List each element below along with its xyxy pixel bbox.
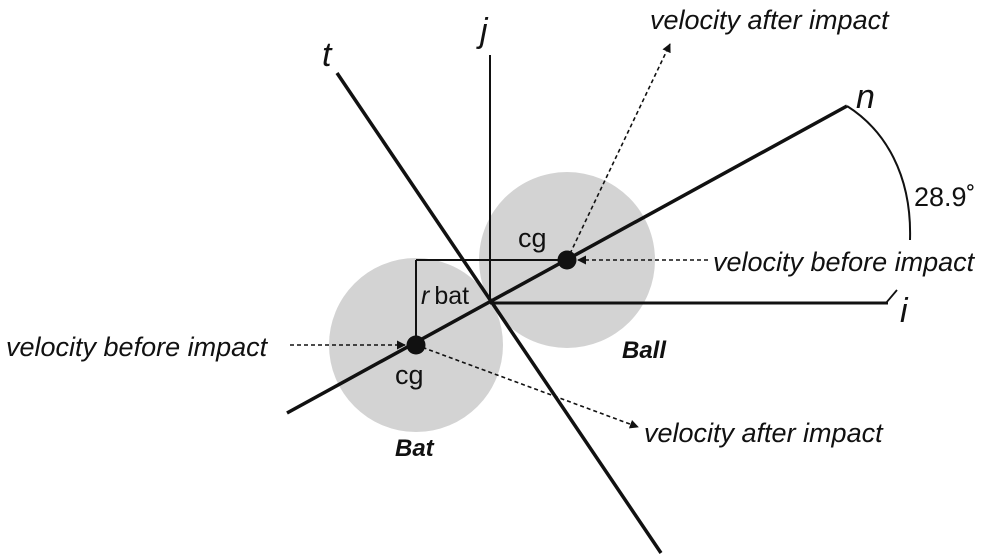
j-axis-label: j — [476, 12, 489, 50]
n-axis-label: n — [856, 78, 875, 116]
ball-name-label: Ball — [622, 337, 667, 364]
angle-arc — [846, 105, 912, 241]
ball-velocity-after-arrow — [566, 43, 671, 261]
ball-velocity-before-label: velocity before impact — [713, 247, 976, 277]
bat-name-label: Bat — [395, 435, 435, 462]
bat-cg-label: cg — [395, 360, 424, 390]
bat-velocity-after-arrow — [415, 344, 639, 429]
i-axis-label: i — [900, 292, 909, 330]
t-axis-label: t — [322, 36, 333, 74]
bat-velocity-after-label: velocity after impact — [644, 418, 884, 448]
bat-cg-point — [406, 335, 426, 355]
angle-label: 28.9˚ — [914, 182, 976, 212]
bat-r-suffix: bat — [434, 282, 469, 310]
bat-r-symbol: r — [421, 282, 431, 310]
i-axis-end-tick — [885, 289, 898, 304]
ball-velocity-after-label: velocity after impact — [650, 5, 890, 35]
ball-cg-point — [557, 250, 577, 270]
ball-cg-label: cg — [518, 223, 547, 253]
bat-velocity-before-label: velocity before impact — [6, 332, 269, 362]
t-axis — [335, 72, 663, 554]
